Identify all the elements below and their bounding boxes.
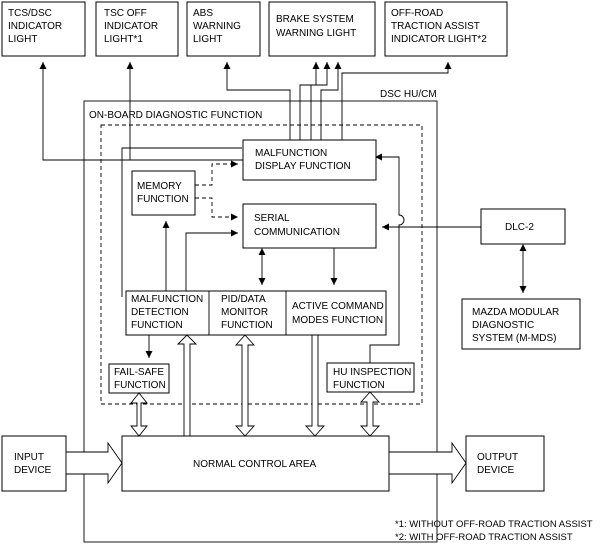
hu-inspection-to-display-line bbox=[369, 153, 405, 363]
serial-communication-label: SERIAL COMMUNICATION bbox=[254, 213, 340, 238]
tsc-off-indicator-light-label: TSC OFF INDICATOR LIGHT*1 bbox=[104, 8, 161, 45]
dlc-2-box bbox=[480, 208, 566, 245]
abs-warning-light-box bbox=[186, 1, 261, 57]
off-road-traction-assist-indicator-light-box bbox=[384, 1, 508, 57]
on-board-diagnostic-boundary bbox=[100, 124, 423, 405]
input-to-normal-arrow bbox=[65, 441, 123, 485]
serial-communication-box bbox=[242, 203, 377, 249]
malfunction-detection-function-label: MALFUNCTION DETECTION FUNCTION bbox=[131, 294, 206, 331]
mazda-modular-diagnostic-system-label: MAZDA MODULAR DIAGNOSTIC SYSTEM (M-MDS) bbox=[472, 307, 562, 344]
output-device-label: OUTPUT DEVICE bbox=[477, 452, 521, 476]
abs-warning-light-label: ABS WARNING LIGHT bbox=[193, 8, 244, 45]
arrow-to-tcs-dsc bbox=[39, 62, 243, 161]
output-device-box bbox=[465, 435, 545, 492]
tcs-dsc-indicator-light-box bbox=[1, 1, 86, 57]
fail-safe-function-box bbox=[108, 363, 170, 394]
malfunction-display-function-box bbox=[242, 139, 377, 181]
input-device-box bbox=[1, 435, 67, 492]
brake-system-warning-light-box bbox=[268, 1, 376, 57]
on-board-diagnostic-label: ON-BOARD DIAGNOSTIC FUNCTION bbox=[89, 110, 262, 121]
malfunction-display-function-label: MALFUNCTION DISPLAY FUNCTION bbox=[255, 148, 351, 172]
function-group-box bbox=[125, 290, 387, 336]
active-to-normal-down-arrow bbox=[304, 334, 326, 437]
arrow-to-brake-3 bbox=[320, 62, 342, 140]
arrow-to-abs bbox=[223, 62, 291, 140]
hu-inspection-function-box bbox=[326, 362, 415, 393]
off-road-traction-assist-indicator-light-label: OFF-ROAD TRACTION ASSIST INDICATOR LIGHT… bbox=[391, 8, 487, 45]
arrow-to-brake-1 bbox=[299, 62, 320, 140]
arrow-to-off-road bbox=[341, 62, 452, 140]
normal-to-output-arrow bbox=[388, 441, 467, 485]
fail-safe-function-label: FAIL-SAFE FUNCTION bbox=[114, 367, 167, 391]
memory-to-serial-dashed-arrow bbox=[195, 197, 238, 221]
dlc-2-label: DLC-2 bbox=[505, 222, 534, 233]
arrow-to-brake-2 bbox=[310, 62, 331, 140]
tcs-dsc-indicator-light-label: TCS/DSC INDICATOR LIGHT bbox=[8, 8, 65, 45]
memory-function-label: MEMORY FUNCTION bbox=[137, 181, 189, 205]
brake-system-warning-light-label: BRAKE SYSTEM WARNING LIGHT bbox=[276, 14, 357, 39]
hu-inspection-normal-double-arrow bbox=[359, 391, 381, 437]
detection-to-serial-arrow bbox=[185, 229, 238, 291]
normal-control-area-label: NORMAL CONTROL AREA bbox=[193, 459, 316, 470]
tsc-off-indicator-light-box bbox=[95, 1, 179, 57]
normal-to-detection-up-arrow bbox=[176, 334, 198, 437]
active-command-modes-function-label: ACTIVE COMMAND MODES FUNCTION bbox=[292, 301, 386, 326]
footnote-1: *1: WITHOUT OFF-ROAD TRACTION ASSIST bbox=[395, 519, 593, 530]
hu-inspection-function-label: HU INSPECTION FUNCTION bbox=[333, 367, 414, 391]
memory-to-display-dashed-arrow bbox=[195, 160, 238, 186]
normal-control-area-box bbox=[121, 435, 390, 492]
pid-data-monitor-function-label: PID/DATA MONITOR FUNCTION bbox=[221, 294, 273, 331]
dsc-hu-cm-label: DSC HU/CM bbox=[380, 89, 437, 100]
dsc-hu-cm-boundary bbox=[83, 100, 438, 543]
input-device-label: INPUT DEVICE bbox=[14, 452, 52, 476]
detection-to-display-line bbox=[121, 147, 242, 297]
mazda-modular-diagnostic-system-box bbox=[461, 298, 581, 350]
footnote-2: *2: WITH OFF-ROAD TRACTION ASSIST bbox=[395, 532, 573, 543]
memory-function-box bbox=[131, 170, 196, 216]
pid-normal-double-arrow bbox=[234, 334, 256, 437]
fail-safe-normal-double-arrow bbox=[130, 392, 148, 437]
